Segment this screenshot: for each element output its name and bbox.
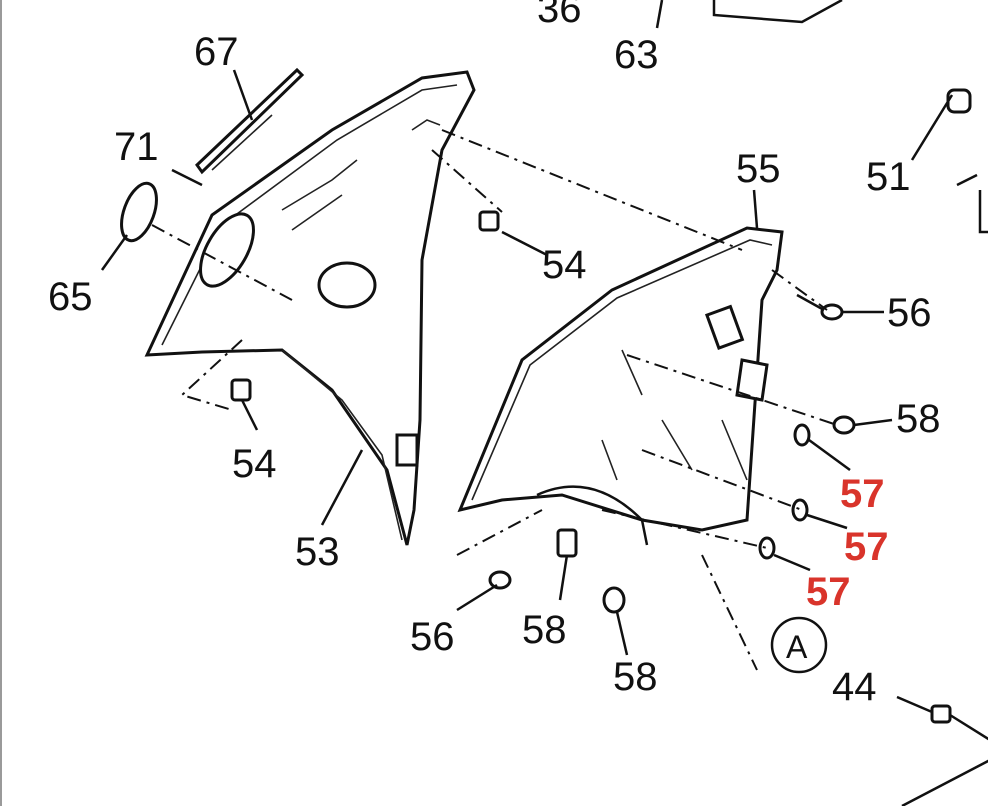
label-58-right: 58 — [896, 397, 941, 441]
label-58-lower-a: 58 — [522, 608, 567, 652]
label-71: 71 — [114, 125, 159, 169]
label-57-3: 57 — [806, 570, 851, 614]
screw-56-lower — [488, 570, 512, 590]
assembly-lines — [151, 94, 954, 671]
bolt-58-lower-a — [556, 528, 578, 558]
label-67: 67 — [194, 30, 239, 74]
label-56-lower: 56 — [410, 615, 455, 659]
nut-54-lower — [230, 378, 252, 402]
fasteners — [230, 88, 988, 806]
label-53: 53 — [295, 530, 340, 574]
nut-54-upper — [478, 210, 500, 232]
strip-part-67 — [195, 67, 305, 175]
screw-56-right — [820, 303, 844, 321]
label-57-1: 57 — [840, 472, 885, 516]
bolt-58-right — [832, 415, 856, 435]
label-54-upper: 54 — [542, 243, 587, 287]
label-54-lower: 54 — [232, 442, 277, 486]
side-cover-part-53 — [144, 70, 476, 546]
washer-57-2 — [791, 498, 809, 522]
label-58-lower-b: 58 — [613, 655, 658, 699]
label-56-right: 56 — [887, 291, 932, 335]
part-number-labels: 36 63 67 71 65 54 54 53 55 51 56 58 57 5… — [48, 0, 941, 709]
label-65: 65 — [48, 275, 93, 319]
label-view-a: A — [786, 629, 808, 665]
bolt-44 — [930, 704, 952, 724]
label-44: 44 — [832, 665, 877, 709]
washer-57-3 — [758, 536, 776, 560]
washer-57-1 — [793, 423, 811, 447]
label-55: 55 — [736, 147, 781, 191]
bolt-58-lower-b — [602, 586, 626, 614]
label-36: 36 — [537, 0, 582, 31]
view-a-marker — [770, 616, 828, 674]
label-63: 63 — [614, 33, 659, 77]
label-57-2: 57 — [844, 525, 889, 569]
leader-lines — [100, 69, 933, 714]
grommet-part-65 — [120, 181, 158, 243]
top-part-fragment — [655, 0, 843, 29]
panel-part-55 — [457, 226, 784, 546]
label-51: 51 — [866, 155, 911, 199]
nut-51 — [946, 88, 972, 114]
